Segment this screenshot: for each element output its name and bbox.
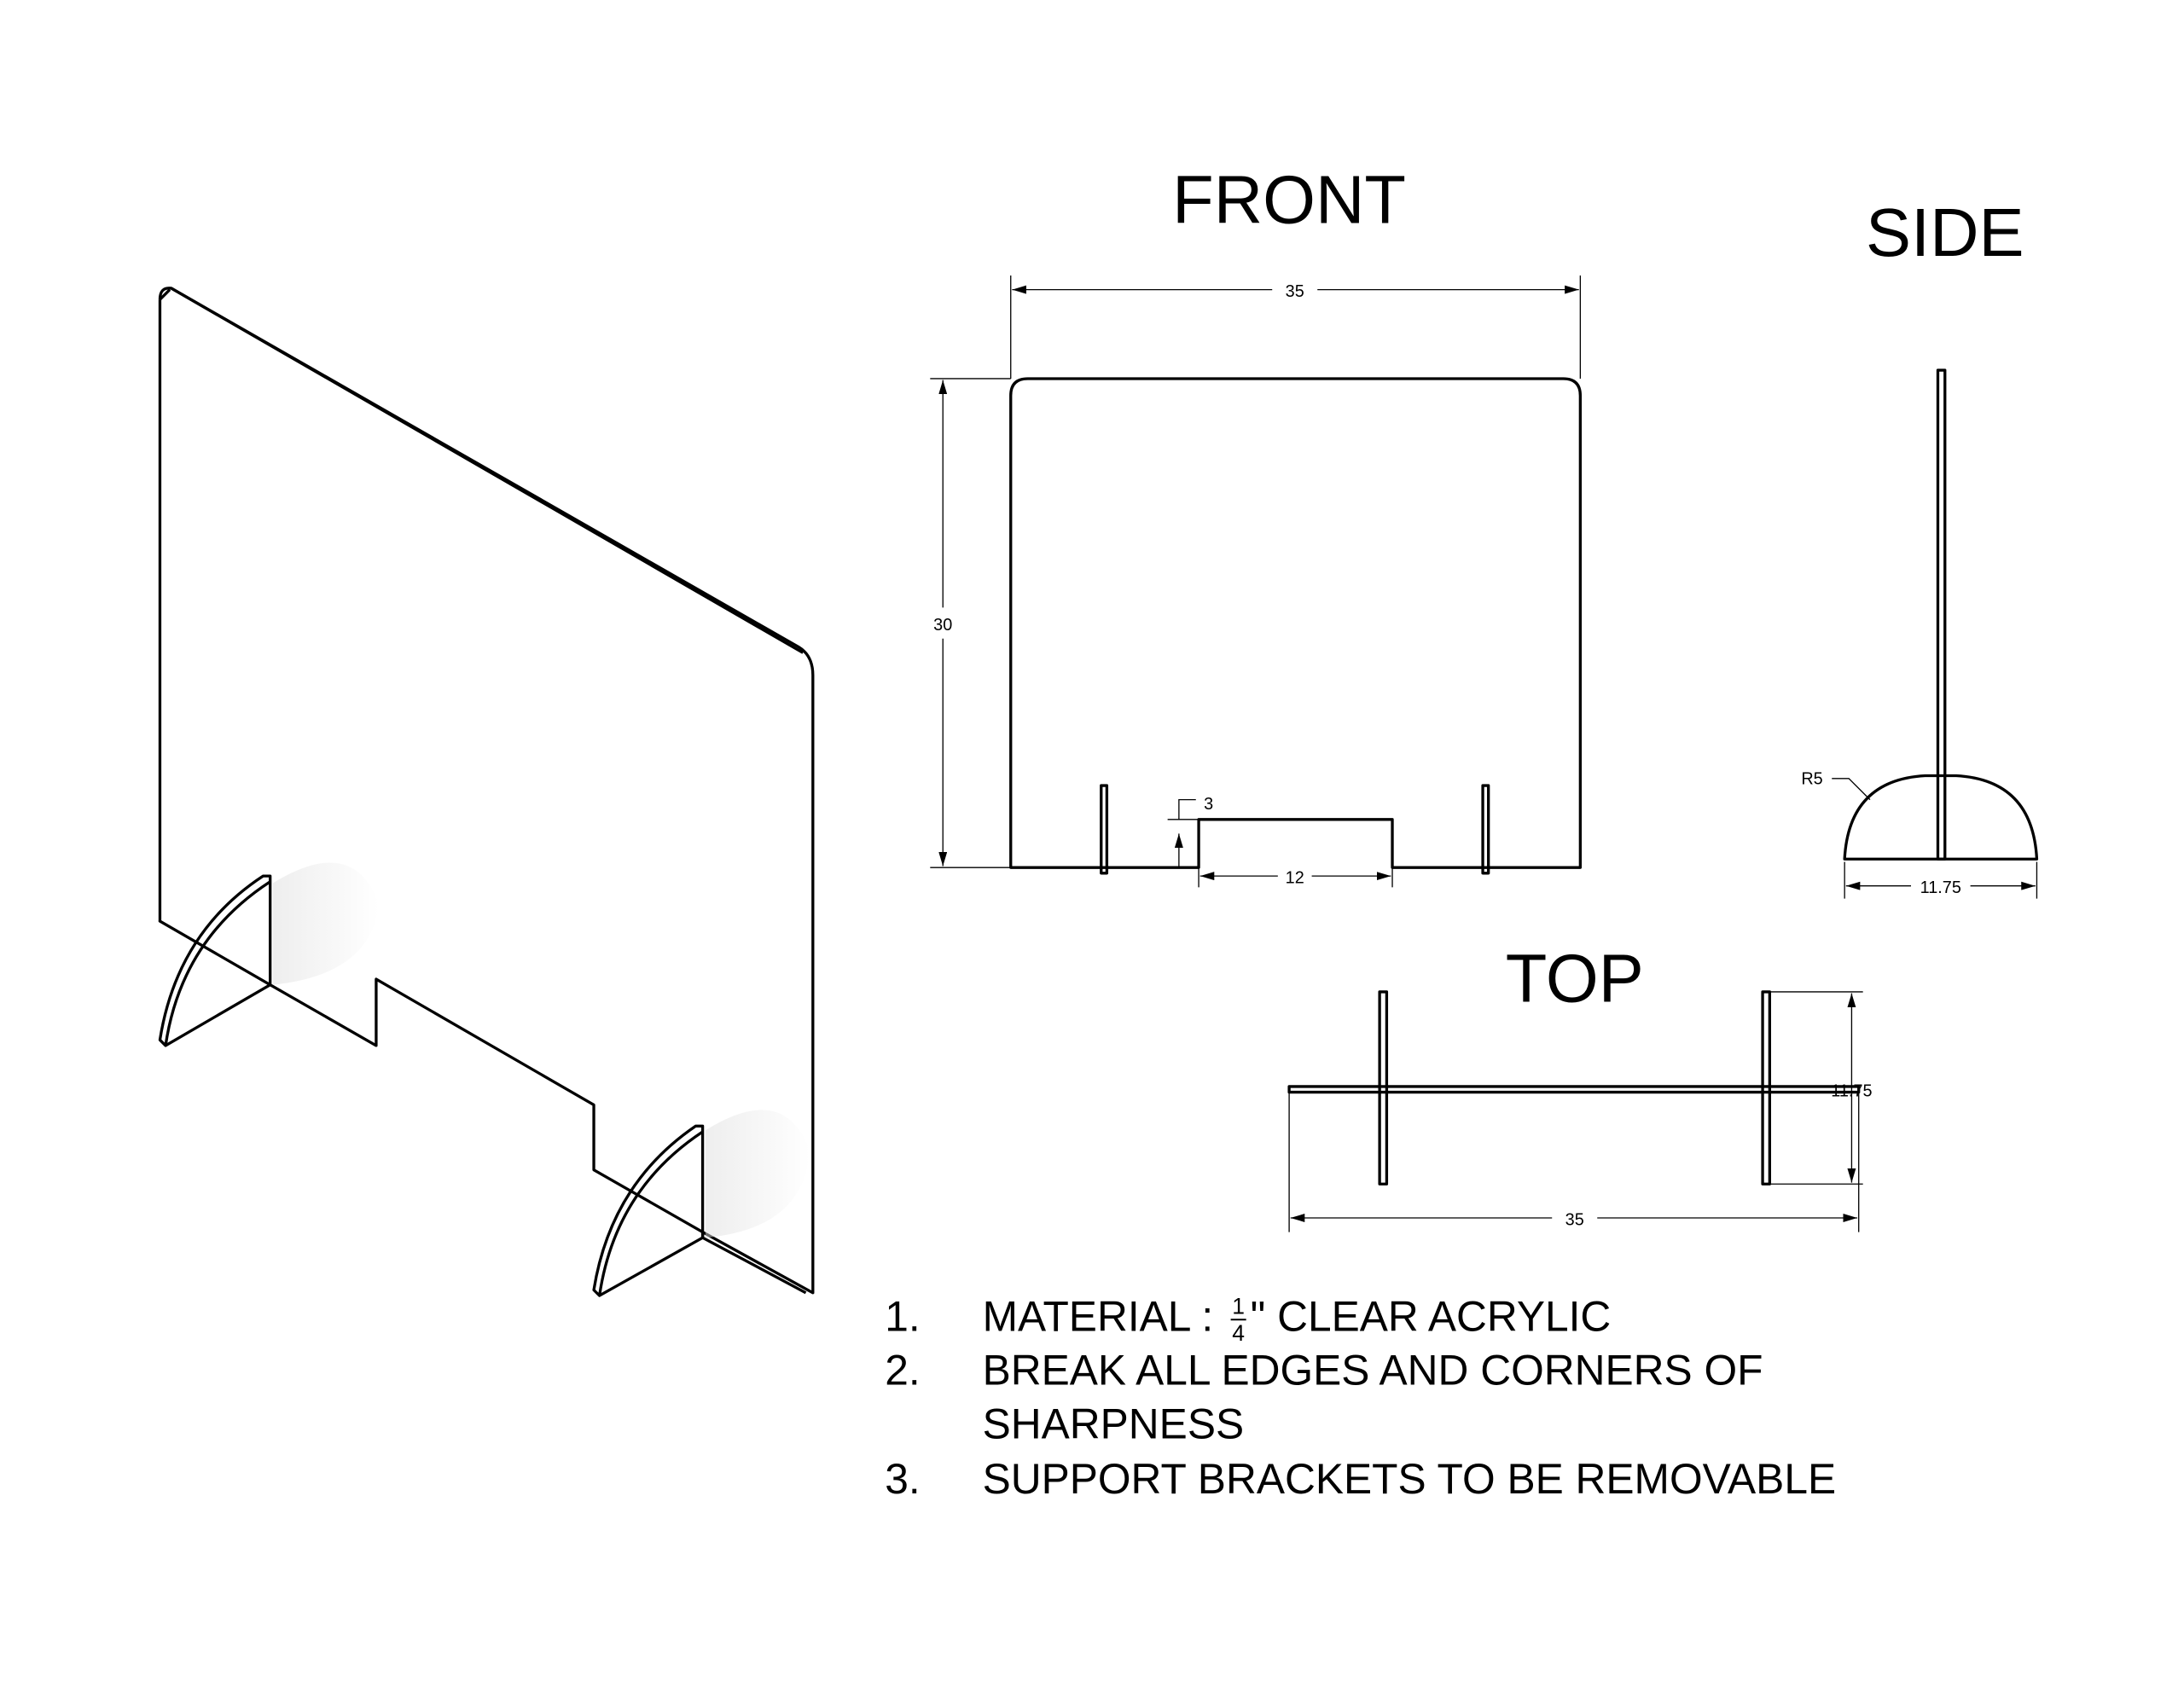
dim-height: 30 [933,616,952,635]
isometric-view [158,287,815,1297]
dim-base-width: 11.75 [1920,878,1961,897]
side-title: SIDE [1866,194,2024,270]
note-number: 3. [885,1455,920,1503]
side-bracket [1843,774,2039,861]
bracket-shadow [705,1110,810,1238]
fraction-denominator: 4 [1232,1320,1245,1346]
note-number: 1. [885,1293,920,1341]
top-title: TOP [1506,941,1644,1017]
top-bracket [1378,990,1389,1186]
right-support-bracket [592,1124,705,1297]
notes: 1. MATERIAL : 1 4 " CLEAR ACRYLIC 2. BRE… [885,1293,1836,1504]
front-view: FRONT 35 30 3 12 [930,162,1583,887]
bracket-shadow [272,862,380,985]
note-text-before: MATERIAL : [983,1293,1225,1341]
dim-depth: 11.75 [1831,1082,1872,1101]
top-bracket [1761,990,1772,1186]
slot [1481,784,1490,875]
dim-notch-width: 12 [1286,868,1304,887]
dim-width: 35 [1286,282,1304,301]
side-view: SIDE R5 11.75 [1801,194,2039,899]
note-text-after: " CLEAR ACRYLIC [1251,1293,1612,1341]
fraction-numerator: 1 [1232,1294,1245,1319]
note-text: SHARPNESS [983,1400,1245,1447]
left-support-bracket [158,874,272,1047]
dim-top-width: 35 [1565,1210,1584,1229]
slot [1100,784,1109,875]
note-number: 2. [885,1346,920,1394]
front-title: FRONT [1172,162,1406,238]
front-panel [1009,377,1583,869]
side-panel [1936,368,1947,861]
top-view: TOP 11.75 35 [1287,941,1873,1232]
top-panel [1287,1085,1861,1094]
dim-notch-height: 3 [1204,795,1213,814]
note-text: BREAK ALL EDGES AND CORNERS OF [983,1346,1763,1394]
dim-radius: R5 [1801,769,1822,788]
note-text: SUPPORT BRACKETS TO BE REMOVABLE [983,1455,1836,1503]
